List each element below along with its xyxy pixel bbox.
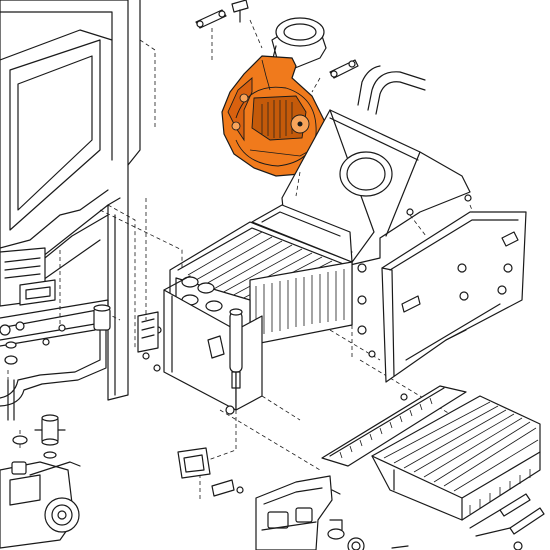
insulation-panel: [137, 311, 159, 353]
inline-filter: [12, 414, 66, 459]
boiler-casing: [0, 0, 141, 401]
gas-valve-assembly: [255, 475, 341, 550]
hose-top-right: [357, 65, 426, 115]
combustion-chamber: [163, 275, 263, 411]
assembly-guide-lines-middle: [99, 198, 461, 500]
small-fittings-center: [177, 234, 490, 497]
burner-assembly: [321, 385, 541, 521]
fan-assembly[interactable]: [221, 55, 327, 177]
water-pipes-left: [0, 304, 111, 421]
bottom-sensors: [327, 493, 545, 550]
circulation-pump: [0, 461, 81, 549]
side-panel: [381, 211, 527, 383]
top-fittings: [195, 0, 359, 93]
small-fittings-left: [42, 324, 162, 372]
